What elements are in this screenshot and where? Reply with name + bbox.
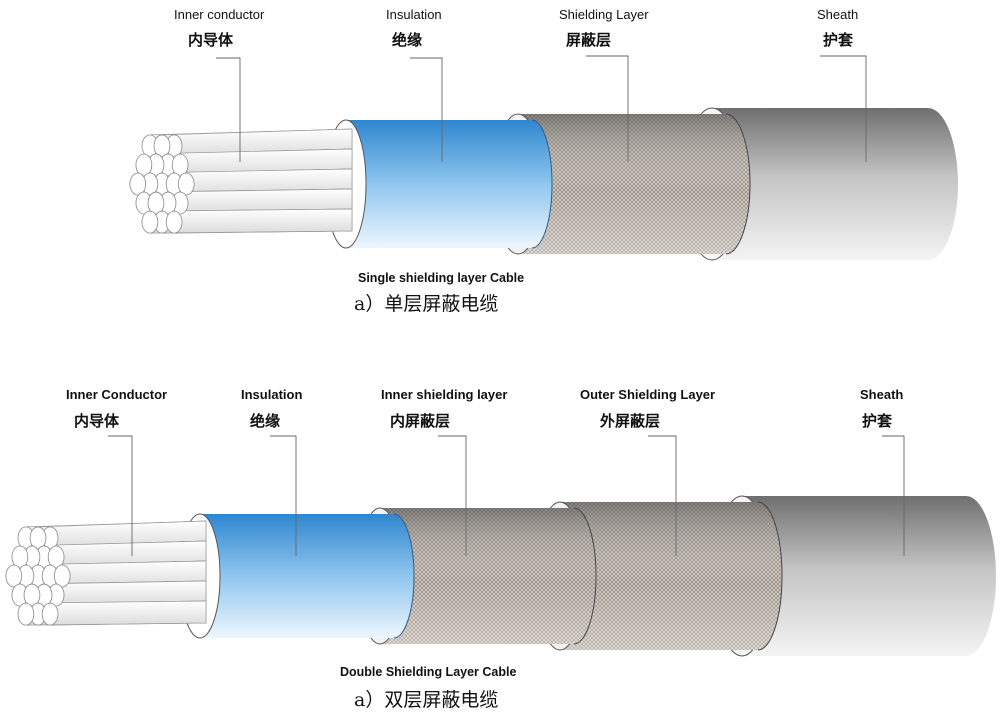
strand-end <box>141 210 159 234</box>
insulation-b <box>179 513 415 639</box>
leaders-a <box>216 55 867 162</box>
conductor-a <box>129 128 353 234</box>
label-b-inner-shielding-cn: 内屏蔽层 <box>390 412 450 430</box>
strand-end <box>5 564 23 588</box>
strand-end <box>17 602 35 626</box>
label-b-insulation-cn: 绝缘 <box>250 412 280 430</box>
label-b-inner-conductor-cn: 内导体 <box>74 412 120 430</box>
label-b-inner-conductor-en: Inner Conductor <box>66 387 167 402</box>
single-shield-cable <box>129 107 958 261</box>
strand-end <box>47 545 65 569</box>
label-b-sheath-cn: 护套 <box>862 412 893 430</box>
strand-end <box>11 545 29 569</box>
label-inner-conductor-en: Inner conductor <box>174 7 265 22</box>
caption-b-cn: a）双层屏蔽电缆 <box>354 689 498 711</box>
caption-a-cn: a）单层屏蔽电缆 <box>354 293 498 315</box>
conductor-b <box>5 520 207 626</box>
strand-end <box>29 526 47 550</box>
strand-end <box>177 172 195 196</box>
strand-end <box>23 583 41 607</box>
label-b-outer-shielding-cn: 外屏蔽层 <box>599 412 660 430</box>
strand-end <box>147 191 165 215</box>
label-b-outer-shielding-en: Outer Shielding Layer <box>580 387 715 402</box>
label-shielding-layer-en: Shielding Layer <box>559 7 649 22</box>
label-insulation-en: Insulation <box>386 7 442 22</box>
label-b-sheath-en: Sheath <box>860 387 903 402</box>
label-insulation-cn: 绝缘 <box>392 31 422 49</box>
insulation-a <box>325 119 553 249</box>
leaders-b <box>108 435 905 556</box>
label-b-inner-shielding-en: Inner shielding layer <box>381 387 507 402</box>
strand-end <box>53 564 71 588</box>
caption-b-en: Double Shielding Layer Cable <box>340 665 516 679</box>
label-sheath-cn: 护套 <box>823 31 854 49</box>
label-inner-conductor-cn: 内导体 <box>188 31 234 49</box>
double-shield-cable <box>5 495 996 657</box>
strand-end <box>129 172 147 196</box>
label-b-insulation-en: Insulation <box>241 387 302 402</box>
caption-a-en: Single shielding layer Cable <box>358 271 524 285</box>
strand-end <box>135 153 153 177</box>
strand-end <box>41 602 59 626</box>
strand-end <box>153 134 171 158</box>
strand-end <box>171 153 189 177</box>
label-shielding-layer-cn: 屏蔽层 <box>566 31 611 49</box>
label-sheath-en: Sheath <box>817 7 858 22</box>
strand-end <box>165 210 183 234</box>
